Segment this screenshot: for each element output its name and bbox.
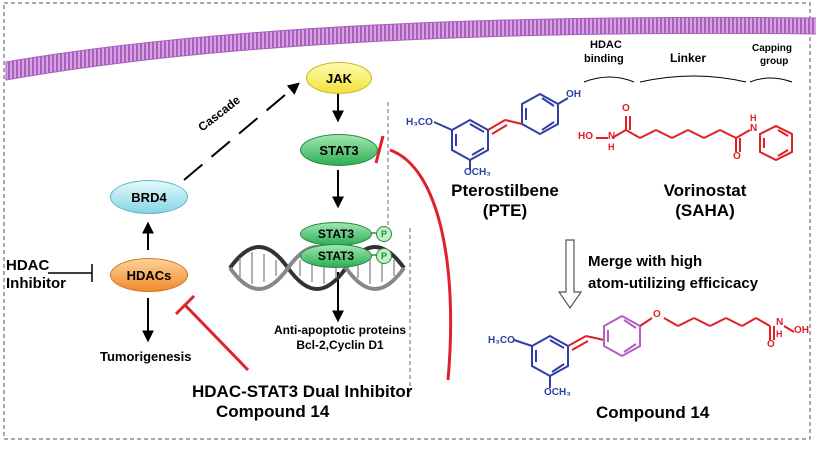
merge-label-1: Merge with high — [588, 253, 703, 270]
anti-apoptotic-label-1: Anti-apoptotic proteins — [274, 323, 406, 337]
c14-oh-atom: OH — [794, 325, 809, 336]
c14-och3-atom: OCH₃ — [544, 387, 571, 398]
phospho-label-top: P — [380, 229, 387, 239]
frame-border — [3, 2, 811, 440]
region-divider — [387, 102, 411, 392]
saha-o-atom-left: O — [622, 103, 630, 114]
c14-h-atom: H — [776, 329, 783, 339]
stat3-inhibition-curve — [389, 148, 453, 381]
linker-label: Linker — [670, 51, 707, 65]
stat3-node: STAT3 — [300, 134, 378, 166]
c14-ether-o-atom: O — [653, 309, 661, 320]
brd4-node: BRD4 — [110, 180, 188, 214]
hdacs-label: HDACs — [126, 267, 172, 283]
pte-och3-atom: OCH₃ — [464, 167, 491, 178]
saha-n-atom-left: N — [608, 131, 616, 142]
saha-o-atom-right: O — [733, 151, 741, 162]
stat3-dimer-bottom: STAT3 — [300, 244, 372, 268]
saha-abbrev: (SAHA) — [675, 201, 735, 220]
tumorigenesis-label: Tumorigenesis — [100, 349, 192, 364]
compound14-linker — [639, 317, 795, 340]
vorinostat-structure — [596, 116, 793, 162]
dual-inhibitor-compound: Compound 14 — [216, 402, 330, 421]
phospho-badge-bottom: P — [376, 248, 392, 264]
cell-membrane — [5, 16, 816, 81]
hdac-binding-label-2: binding — [584, 53, 624, 65]
c14-h3co-atom: H₃CO — [488, 335, 515, 346]
c14-carbonyl-o-atom: O — [767, 339, 775, 350]
compound14-phenyl-purple — [603, 314, 641, 358]
hdacs-inhibition-bar — [174, 294, 196, 316]
compound14-structure — [513, 334, 569, 388]
pte-oh-atom: OH — [566, 89, 581, 100]
merge-arrow — [557, 239, 583, 310]
hdacs-node: HDACs — [110, 258, 188, 292]
hdac-inhibitor-label-1: HDAC — [6, 257, 50, 274]
stat3-inhibition-bar — [374, 135, 385, 164]
hdac-inhibitor-label-2: Inhibitor — [6, 275, 66, 292]
saha-ho-atom: HO — [578, 131, 593, 142]
saha-h-atom-left: H — [608, 142, 615, 152]
stat3-dimer-top: STAT3 — [300, 222, 372, 246]
saha-h-atom-right: H — [750, 113, 757, 123]
saha-n-atom-right: N — [750, 123, 758, 134]
c14-n-atom: N — [776, 317, 784, 328]
capping-label-2: group — [760, 56, 789, 67]
hdac-binding-label-1: HDAC — [590, 39, 622, 51]
stat3-dimer-bottom-label: STAT3 — [317, 249, 355, 263]
pte-name: Pterostilbene — [451, 181, 559, 200]
phospho-badge-top: P — [376, 226, 392, 242]
jak-node: JAK — [306, 62, 372, 94]
cascade-dashed-arrow — [183, 82, 300, 181]
compound14-label: Compound 14 — [596, 403, 710, 422]
phospho-label-bottom: P — [380, 251, 387, 261]
anti-apoptotic-label-2: Bcl-2,Cyclin D1 — [296, 338, 384, 352]
saha-name: Vorinostat — [663, 181, 747, 200]
dual-inhibitor-title: HDAC-STAT3 Dual Inhibitor — [192, 382, 413, 401]
merge-label-2: atom-utilizing efficicacy — [588, 275, 759, 292]
pte-h3co-atom: H₃CO — [406, 117, 433, 128]
pte-abbrev: (PTE) — [482, 201, 528, 220]
jak-label: JAK — [325, 70, 352, 86]
capping-label-1: Capping — [752, 43, 792, 54]
pte-double-bond — [487, 119, 523, 135]
saha-region-brackets — [583, 75, 793, 83]
stat3-label: STAT3 — [319, 142, 359, 158]
brd4-label: BRD4 — [131, 189, 167, 205]
pterostilbene-structure — [433, 92, 569, 170]
hdacs-inhibition-line — [182, 302, 250, 372]
stat3-dimer-top-label: STAT3 — [317, 227, 355, 241]
compound14-double-bond — [567, 335, 605, 351]
